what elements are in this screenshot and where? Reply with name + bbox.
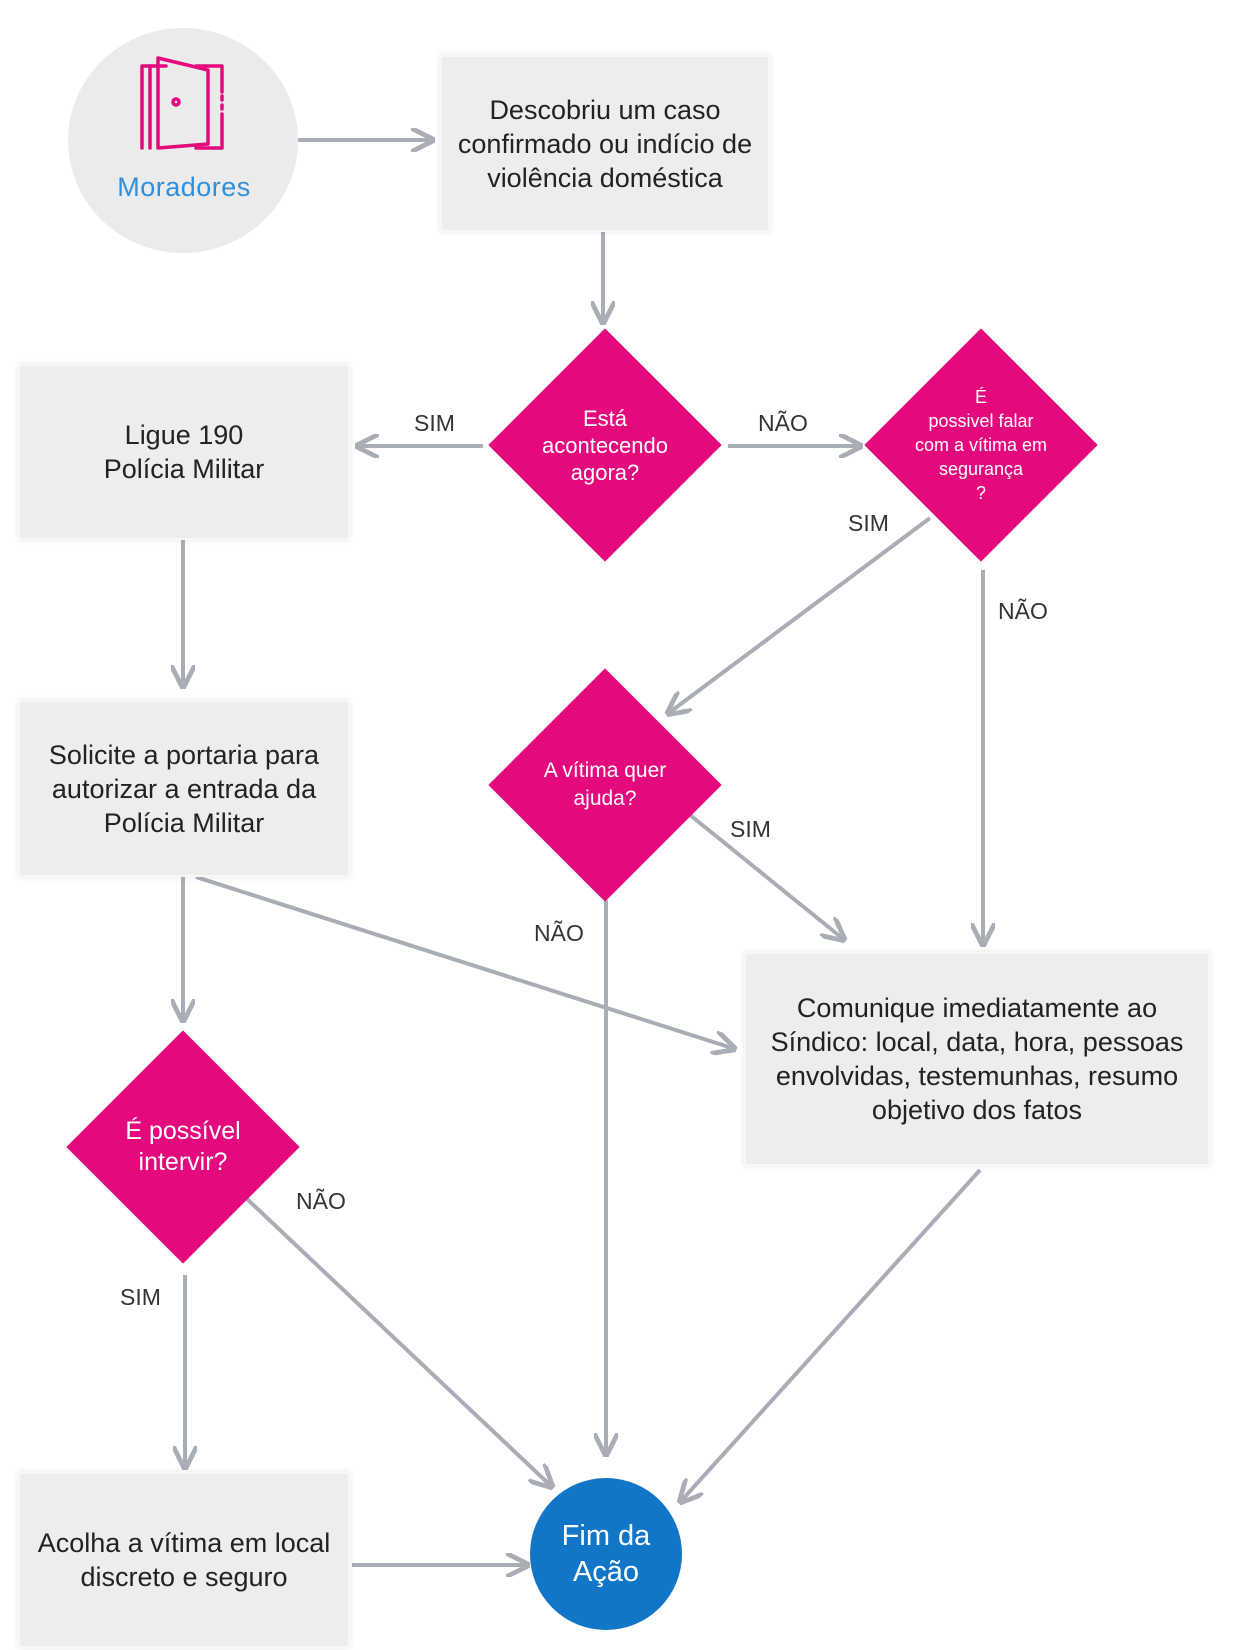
start-label: Moradores <box>117 172 251 202</box>
decision-victim-wants-help: A vítima quer ajuda? <box>488 668 722 902</box>
edge-label-safe-yes: SIM <box>848 510 889 536</box>
discover-box: Descobriu um caso confirmado ou indício … <box>440 55 770 232</box>
decision-can-intervene: É possível intervir? <box>66 1030 300 1264</box>
decision-safe-to-talk-label: É possivel falar com a vítima em seguran… <box>914 387 1048 503</box>
decision-happening-now: Está acontecendo agora? <box>488 328 722 562</box>
decision-can-intervene-label: É possível intervir? <box>125 1117 241 1176</box>
arrow-portaria-to-sindico <box>195 875 732 1048</box>
ask-portaria-box: Solicite a portaria para autorizar a ent… <box>18 700 350 877</box>
arrow-sindico-to-end <box>682 1168 982 1500</box>
edge-label-happening-yes: SIM <box>414 410 455 436</box>
edge-label-safe-no: NÃO <box>998 598 1048 624</box>
edge-label-help-no: NÃO <box>534 920 584 946</box>
arrow-safe-to-wantshelp <box>670 516 932 712</box>
edge-label-intervene-yes: SIM <box>120 1284 161 1310</box>
edge-label-help-yes: SIM <box>730 816 771 842</box>
door-icon <box>140 56 224 150</box>
arrow-intervene-to-end <box>244 1196 550 1485</box>
welcome-victim-box: Acolha a vítima em local discreto e segu… <box>18 1472 350 1648</box>
decision-safe-to-talk: É possivel falar com a vítima em seguran… <box>864 328 1098 562</box>
arrow-wantshelp-to-sindico <box>688 813 842 938</box>
edge-label-intervene-no: NÃO <box>296 1188 346 1214</box>
call-190-box: Ligue 190 Polícia Militar <box>18 364 350 540</box>
decision-happening-now-label: Está acontecendo agora? <box>542 405 668 485</box>
end-node: Fim da Ação <box>530 1478 682 1630</box>
inform-sindico-box: Comunique imediatamente ao Síndico: loca… <box>744 952 1210 1166</box>
edge-label-happening-no: NÃO <box>758 410 808 436</box>
decision-victim-wants-help-label: A vítima quer ajuda? <box>543 759 667 810</box>
